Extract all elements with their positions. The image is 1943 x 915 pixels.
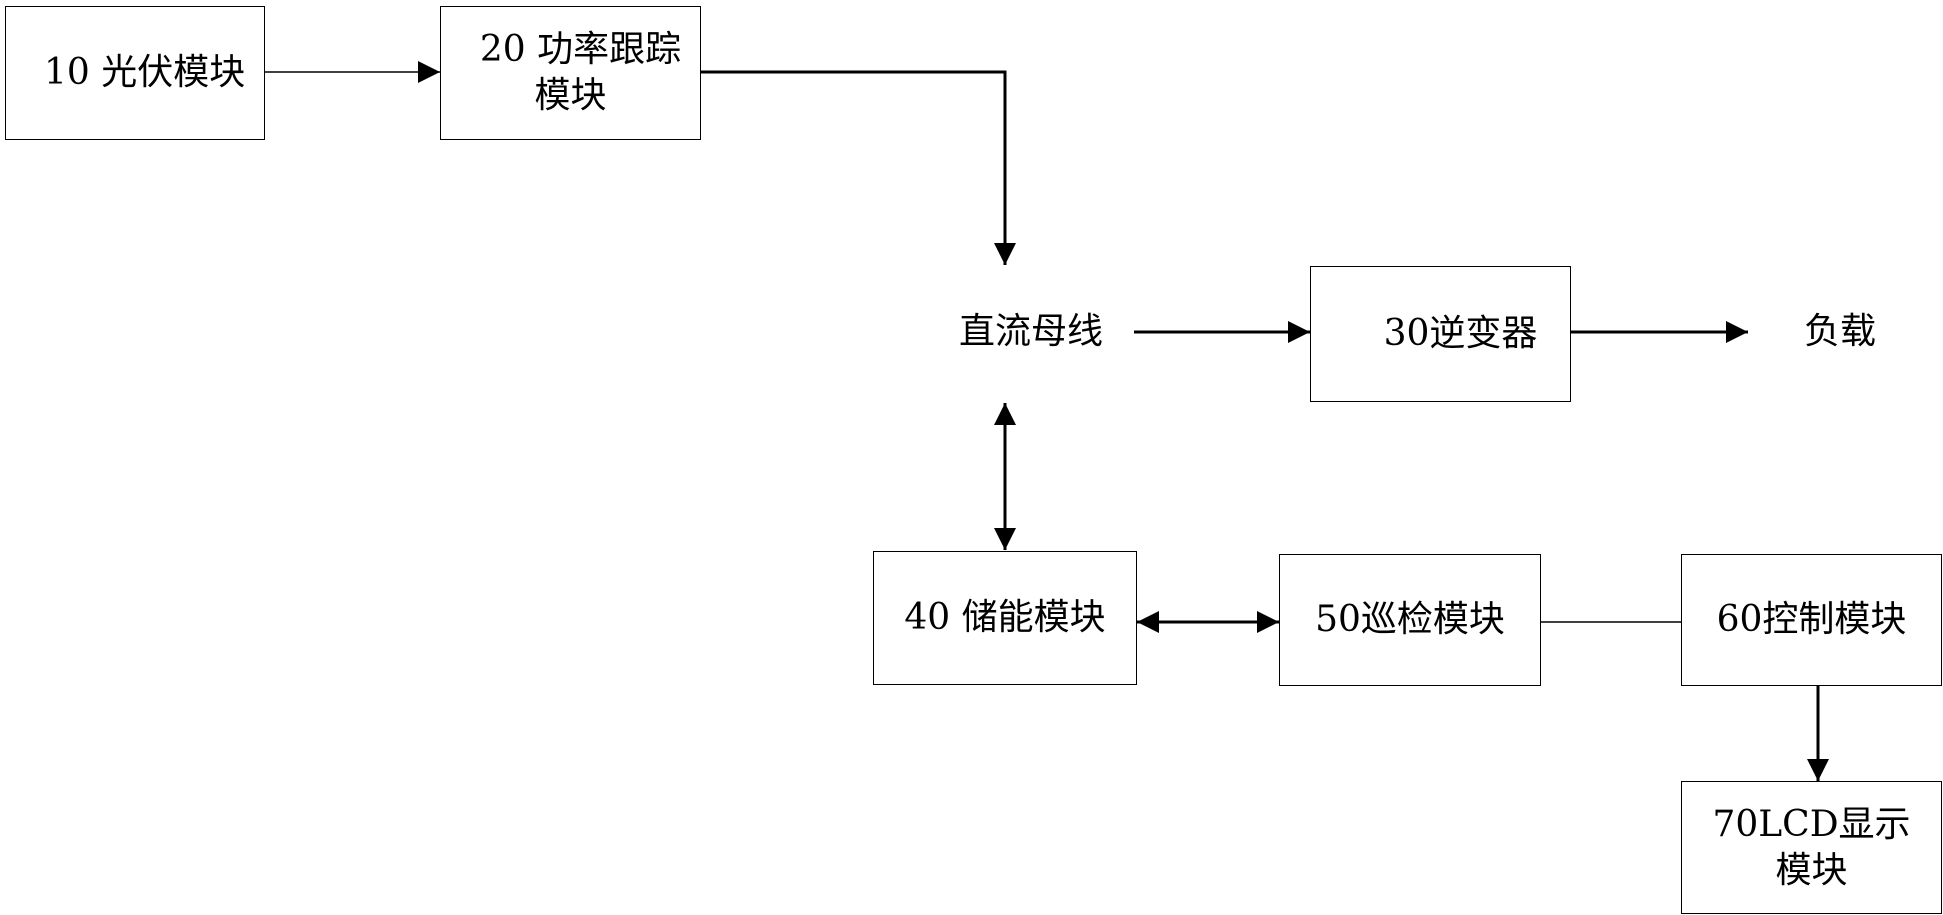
- inspection-module-label: 50巡检模块: [1315, 599, 1505, 640]
- edge-mppt-to-dcbus: [700, 70, 1016, 265]
- inverter-label: 30逆变器: [1383, 313, 1538, 354]
- control-module-box: 60控制模块: [1681, 554, 1942, 686]
- mppt-module-label-line1: 20 功率跟踪: [479, 29, 682, 70]
- pv-module-box: 10 光伏模块: [5, 6, 265, 140]
- inspection-module-box: 50巡检模块: [1279, 554, 1541, 686]
- storage-module-box: 40 储能模块: [873, 551, 1137, 685]
- storage-module-label: 40 储能模块: [904, 597, 1106, 638]
- load-label: 负载: [1803, 311, 1877, 352]
- dc-bus-label: 直流母线: [958, 311, 1104, 352]
- lcd-module-label-line2: 模块: [1775, 849, 1848, 891]
- mppt-module-box: 20 功率跟踪 模块: [440, 6, 701, 140]
- lcd-module-label-line1: 70LCD显示: [1712, 803, 1911, 845]
- inverter-box: 30逆变器: [1310, 266, 1571, 402]
- pv-module-label: 10 光伏模块: [44, 52, 246, 93]
- mppt-module-label-line2: 模块: [534, 75, 607, 116]
- lcd-module-box: 70LCD显示 模块: [1681, 781, 1942, 914]
- control-module-label: 60控制模块: [1716, 599, 1907, 640]
